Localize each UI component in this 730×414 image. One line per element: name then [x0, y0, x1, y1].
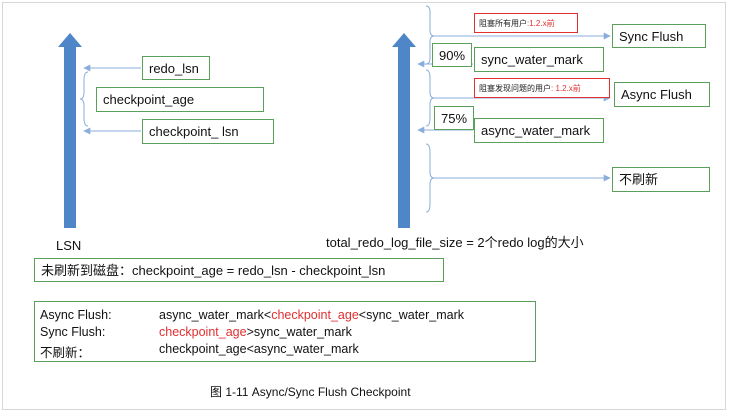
async-condition-highlight: checkpoint_age — [271, 308, 359, 322]
lsn-axis-label: LSN — [56, 238, 82, 253]
checkpoint-lsn-box: checkpoint_ lsn — [142, 119, 274, 144]
async-range-brace — [425, 69, 435, 127]
async-condition-pre: async_water_mark< — [159, 308, 272, 322]
async-block-note-version: : 1.2.x前 — [551, 83, 581, 93]
noflush-range-brace — [425, 143, 435, 213]
checkpoint-age-brace — [79, 71, 89, 127]
figure-caption: 图 1-11 Async/Sync Flush Checkpoint — [210, 385, 411, 399]
sync-flush-label: Sync Flush: — [40, 325, 106, 339]
sync-condition-post: >sync_water_mark — [246, 325, 352, 339]
no-flush-box: 不刷新 — [612, 167, 710, 192]
log-size-axis-label: total_redo_log_file_size = 2个redo log的大小 — [326, 235, 584, 250]
async-flush-label: Async Flush: — [40, 308, 112, 322]
sync-block-note: 阻塞所有用户:1.2.x前 — [474, 13, 578, 33]
sync-block-note-version: :1.2.x前 — [527, 18, 555, 28]
log-size-axis-arrow — [392, 33, 416, 228]
no-flush-label: 不刷新： — [40, 346, 91, 360]
redo-lsn-box: redo_lsn — [142, 56, 210, 80]
sync-water-mark-box: sync_water_mark — [474, 47, 604, 72]
async-block-note-text: 阻塞发现问题的用户 — [479, 83, 551, 93]
async-block-note: 阻塞发现问题的用户: 1.2.x前 — [474, 78, 610, 98]
sync-flush-condition: checkpoint_age>sync_water_mark — [159, 325, 352, 339]
async-condition-post: <sync_water_mark — [358, 308, 465, 322]
figure-frame — [2, 2, 726, 410]
sync-condition-highlight: checkpoint_age — [159, 325, 247, 339]
sync-flush-box: Sync Flush — [612, 24, 706, 48]
flush-conditions-legend: Async Flush: async_water_mark<checkpoint… — [34, 301, 536, 362]
lsn-axis-arrow — [58, 33, 82, 228]
sync-block-note-text: 阻塞所有用户 — [479, 18, 527, 28]
pct-75-box: 75% — [434, 106, 474, 130]
checkpoint-age-box: checkpoint_age — [96, 87, 264, 112]
no-flush-condition: checkpoint_age<async_water_mark — [159, 342, 359, 356]
async-flush-condition: async_water_mark<checkpoint_age<sync_wat… — [159, 308, 464, 322]
pct-90-box: 90% — [432, 43, 472, 67]
async-flush-box: Async Flush — [614, 82, 710, 107]
formula-box: 未刷新到磁盘：checkpoint_age = redo_lsn - check… — [34, 258, 444, 282]
async-water-mark-box: async_water_mark — [474, 118, 604, 143]
